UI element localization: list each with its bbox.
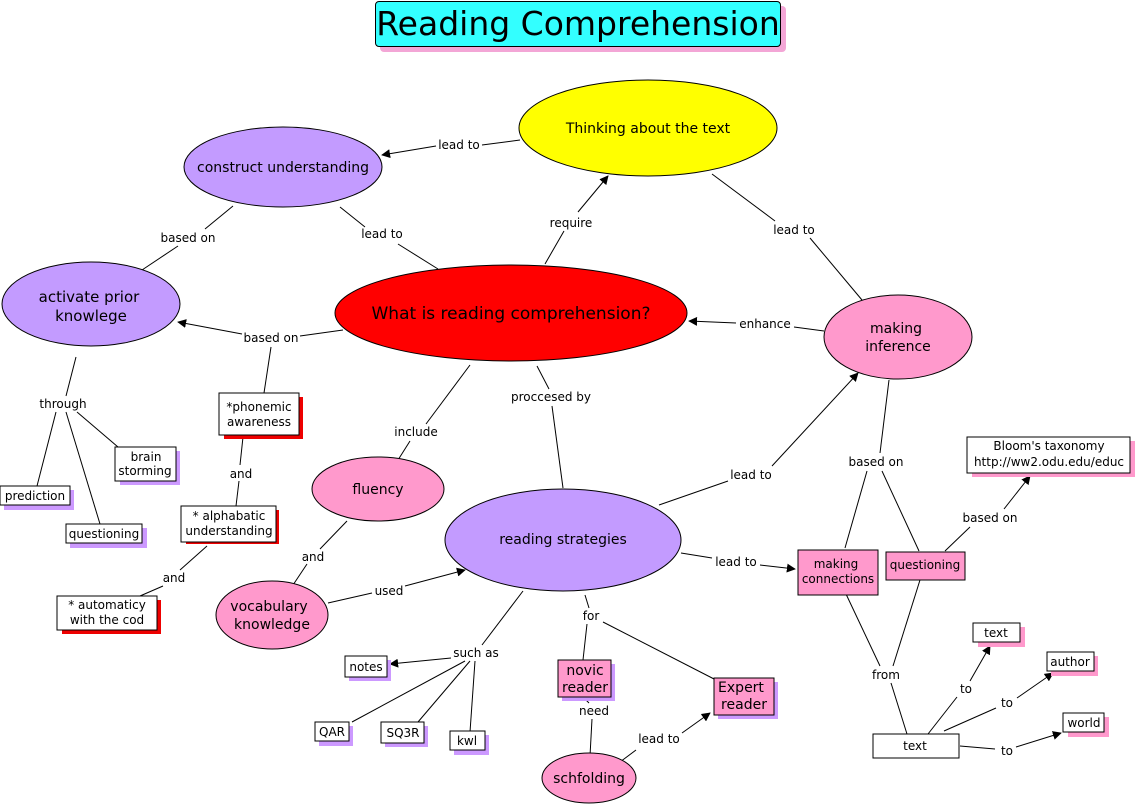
link-label: through <box>39 397 86 411</box>
connector-lines <box>36 139 1062 763</box>
node-making-connections-label-2: connections <box>802 572 874 586</box>
node-world-label: world <box>1067 716 1100 730</box>
node-phonemic-label-1: *phonemic <box>226 400 291 414</box>
node-reading-strategies: reading strategies <box>444 488 682 592</box>
node-making-inference-label-1: making <box>870 321 922 337</box>
node-automaticy-label-1: * automaticy <box>68 598 146 612</box>
link-label: need <box>579 704 609 718</box>
node-vocabulary-label-2: knowledge <box>234 617 310 633</box>
node-blooms-taxonomy: Bloom's taxonomy http://ww2.odu.edu/educ <box>966 436 1135 477</box>
node-questioning-right-label: questioning <box>890 558 960 572</box>
node-novic-label-2: reader <box>562 680 608 696</box>
node-reading-strategies-label: reading strategies <box>499 532 627 548</box>
node-prediction: prediction <box>0 485 74 510</box>
node-text-bottom: text <box>872 733 960 759</box>
link-label: lead to <box>438 138 480 152</box>
node-making-inference-label-2: inference <box>865 339 931 355</box>
link-label: lead to <box>715 555 757 569</box>
node-central-question: What is reading comprehension? <box>334 264 688 362</box>
node-phonemic-label-2: awareness <box>227 415 291 429</box>
node-vocabulary-knowledge: vocabulary knowledge <box>215 580 329 650</box>
node-notes: notes <box>344 655 391 681</box>
link-label: based on <box>244 331 299 345</box>
node-activate-label-2: knowlege <box>55 307 127 325</box>
map-title: Reading Comprehension <box>375 1 781 47</box>
node-prediction-label: prediction <box>5 489 65 503</box>
link-label: enhance <box>739 317 791 331</box>
link-label: require <box>550 216 593 230</box>
node-notes-label: notes <box>349 660 382 674</box>
node-expert-label-2: reader <box>721 697 767 713</box>
node-novic-reader: novic reader <box>557 659 615 701</box>
node-novic-label-1: novic <box>566 663 603 679</box>
node-bloom-label-2: http://ww2.odu.edu/educ <box>974 455 1124 469</box>
node-brain-label-1: brain <box>131 450 162 464</box>
node-brain-label-2: storming <box>118 464 171 478</box>
node-construct-understanding: construct understanding <box>183 126 383 208</box>
node-alphabatic-label-1: * alphabatic <box>193 509 266 523</box>
node-qar-label: QAR <box>319 725 345 739</box>
link-label: lead to <box>638 732 680 746</box>
node-questioning-left: questioning <box>65 523 147 548</box>
node-sq3r: SQ3R <box>380 721 428 747</box>
node-bloom-label-1: Bloom's taxonomy <box>993 439 1104 453</box>
node-alphabatic-understanding: * alphabatic understanding <box>180 505 279 544</box>
node-thinking-label: Thinking about the text <box>565 121 731 137</box>
node-construct-label: construct understanding <box>197 160 369 176</box>
node-world: world <box>1062 712 1109 737</box>
node-text-bottom-label: text <box>903 739 927 753</box>
link-label: based on <box>161 231 216 245</box>
link-label: to <box>1001 696 1013 710</box>
node-schfolding: schfolding <box>541 752 637 804</box>
node-central-label: What is reading comprehension? <box>372 304 651 324</box>
link-label: lead to <box>773 223 815 237</box>
node-sq3r-label: SQ3R <box>386 726 419 740</box>
node-text-top: text <box>972 622 1025 647</box>
link-label: such as <box>453 646 498 660</box>
node-activate-prior-knowlege: activate prior knowlege <box>1 261 181 347</box>
node-vocabulary-label-1: vocabulary <box>230 599 307 615</box>
link-label: proccesed by <box>511 390 591 404</box>
node-brain-storming: brain storming <box>114 446 180 485</box>
node-kwl-label: kwl <box>457 734 477 748</box>
node-questioning-left-label: questioning <box>69 527 139 541</box>
link-label: and <box>230 467 253 481</box>
link-label: lead to <box>361 227 403 241</box>
node-making-connections-label-1: making <box>814 557 859 571</box>
link-label: to <box>1001 744 1013 758</box>
node-qar: QAR <box>314 721 353 746</box>
node-fluency: fluency <box>311 456 445 522</box>
node-automaticy-with-the-cod: * automaticy with the cod <box>56 595 161 634</box>
link-labels: lead to based on lead to require lead to… <box>39 138 1017 758</box>
link-label: include <box>394 425 437 439</box>
node-automaticy-label-2: with the cod <box>70 613 144 627</box>
link-label: based on <box>963 511 1018 525</box>
node-phonemic-awareness: *phonemic awareness <box>218 392 303 439</box>
node-author-label: author <box>1050 655 1090 669</box>
node-text-top-label: text <box>984 626 1008 640</box>
link-label: lead to <box>730 468 772 482</box>
node-making-connections: making connections <box>797 549 879 596</box>
node-author: author <box>1046 651 1098 676</box>
node-thinking-about-the-text: Thinking about the text <box>518 79 778 177</box>
node-making-inference: making inference <box>823 294 973 380</box>
node-activate-label-1: activate prior <box>39 288 140 306</box>
node-alphabatic-label-2: understanding <box>185 524 272 538</box>
node-questioning-right: questioning <box>885 551 966 581</box>
link-label: used <box>375 584 404 598</box>
node-expert-reader: Expert reader <box>713 677 778 719</box>
node-expert-label-1: Expert <box>718 680 764 696</box>
link-label: and <box>302 550 325 564</box>
link-label: for <box>583 609 600 623</box>
link-label: based on <box>849 455 904 469</box>
link-label: from <box>872 668 900 682</box>
link-label: to <box>960 682 972 696</box>
node-fluency-label: fluency <box>352 482 403 498</box>
link-label: and <box>163 571 186 585</box>
node-kwl: kwl <box>449 730 489 755</box>
node-schfolding-label: schfolding <box>553 771 625 787</box>
